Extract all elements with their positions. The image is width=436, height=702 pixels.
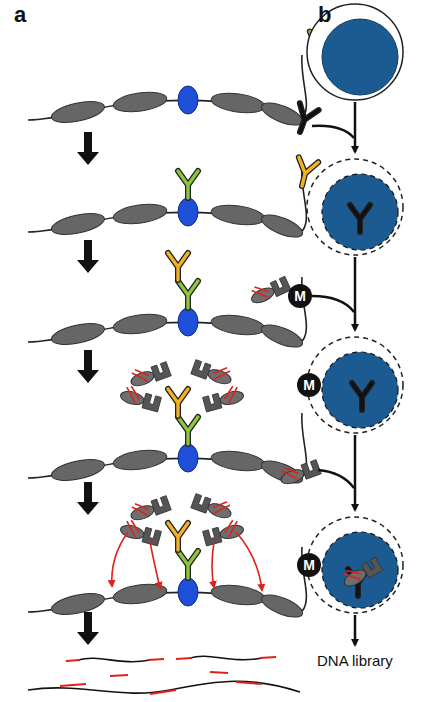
cut-arrow [150,542,160,588]
process-arrow [354,615,357,645]
pa-tn5-complex [127,493,171,524]
pa-tn5-complex [202,384,245,412]
cut-arrow [236,532,262,590]
secondary-antibody [168,389,188,416]
chromatin-fiber [28,357,306,488]
primary-antibody [178,551,198,578]
pa-tn5-complex [202,518,245,546]
step-arrow [77,482,99,515]
panel-label: b [318,2,331,28]
process-arrow [354,435,357,510]
bead-label: M [303,377,315,393]
chromatin-fiber [28,491,306,622]
primary-antibody [178,281,198,308]
cut-arrow [112,532,128,586]
bead-circle: M [297,553,321,577]
permeabilized-cell [307,337,403,433]
pa-tn5-complex [277,457,321,488]
secondary-antibody [168,253,188,280]
primary-antibody [178,417,198,444]
step-arrow [77,240,99,273]
feed-arrow [318,470,354,488]
pa-tn5-complex [119,384,162,412]
primary-antibody [178,171,198,198]
pa-tn5-complex [127,359,171,390]
feed-arrow [312,126,354,138]
chromatin-fiber [28,55,306,130]
cut-arrow [212,542,214,587]
chromatin-fiber [28,167,306,242]
bead-circle: M [288,284,312,308]
output-label: DNA library [317,652,393,669]
process-arrow [354,102,357,152]
secondary-antibody [168,523,188,550]
permeabilized-cell [307,159,403,255]
feed-arrow [312,296,354,312]
bead-label: M [303,557,315,573]
dna-fragments [28,656,300,694]
chromatin-fiber [28,253,306,352]
antibody-icon [291,103,319,135]
pa-tn5-complex [191,491,235,522]
bead-label: M [294,288,306,304]
pa-tn5-complex [247,274,291,307]
step-arrow [77,350,99,383]
pa-tn5-complex [119,518,162,546]
panel-label: a [14,2,26,28]
process-arrow [354,257,357,330]
step-arrow [77,612,99,645]
permeabilized-cell [307,517,403,613]
pa-tn5-complex [191,357,235,388]
bead-circle: M [297,373,321,397]
step-arrow [77,132,99,165]
